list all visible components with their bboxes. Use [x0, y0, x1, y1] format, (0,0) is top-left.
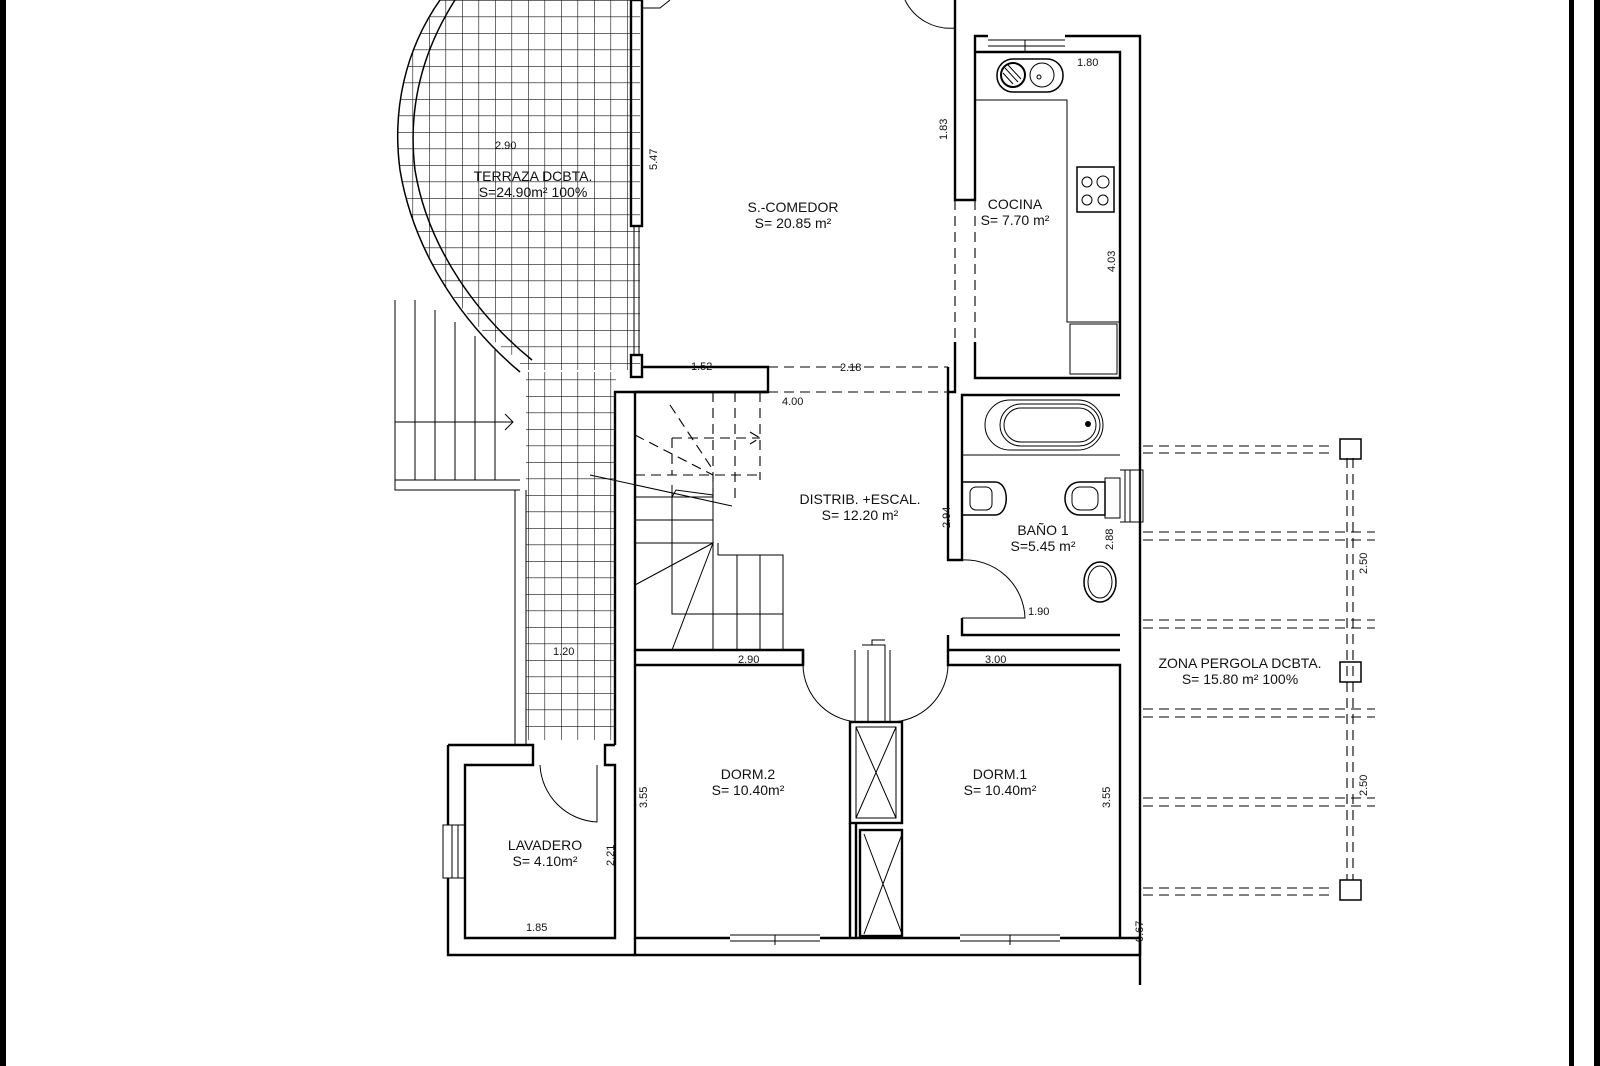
room-label-bano1: BAÑO 1 S=5.45 m²: [1011, 522, 1076, 554]
drawing-frame-right-inner: [1569, 0, 1574, 1066]
dimension-pergola-span-2: 2.50: [1358, 774, 1370, 796]
drawing-frame-right-outer: [1594, 0, 1600, 1066]
dimension-corner-bottom: 0.67: [1134, 920, 1146, 942]
room-area: S= 10.40m²: [711, 782, 785, 798]
room-area: S= 12.20 m²: [821, 507, 899, 523]
room-name: S.-COMEDOR: [747, 199, 839, 215]
room-area: S= 4.10m²: [512, 853, 578, 869]
dimension-pergola-span-1: 2.50: [1358, 552, 1370, 574]
room-label-cocina: COCINA S= 7.70 m²: [981, 196, 1050, 228]
room-area: S= 20.85 m²: [754, 215, 832, 231]
dimension-dorm2-left: 3.55: [638, 786, 650, 808]
room-label-terraza: TERRAZA DCBTA. S=24.90m² 100%: [474, 168, 593, 200]
room-label-lavadero: LAVADERO S= 4.10m²: [508, 837, 582, 869]
terrace-curved-railing: [397, 0, 521, 373]
room-label-distrib: DISTRIB. +ESCAL. S= 12.20 m²: [800, 491, 921, 523]
dimension-bano-bottom: 1.90: [1028, 606, 1050, 618]
dimension-comedor-bottom-right: 2.18: [840, 362, 862, 374]
dimension-bano-right: 2.88: [1104, 528, 1116, 550]
room-label-dorm1: DORM.1 S= 10.40m²: [964, 766, 1037, 798]
dimension-comedor-height: 5.47: [648, 148, 660, 170]
room-name: COCINA: [987, 196, 1043, 212]
dimension-distrib-right: 2.94: [941, 506, 953, 528]
interior-stair: [589, 392, 784, 651]
dimension-lavadero-right: 2.21: [605, 844, 617, 866]
dimension-dorm1-right: 3.55: [1101, 786, 1113, 808]
room-label-comedor: S.-COMEDOR S= 20.85 m²: [748, 199, 839, 231]
room-label-dorm2: DORM.2 S= 10.40m²: [712, 766, 785, 798]
room-area: S=24.90m² 100%: [478, 184, 588, 200]
dimension-distrib-top: 4.00: [782, 396, 804, 408]
room-name: DISTRIB. +ESCAL.: [799, 491, 921, 507]
room-label-pergola: ZONA PERGOLA DCBTA. S= 15.80 m² 100%: [1158, 655, 1321, 687]
dimension-terraza-width: 2.90: [495, 140, 517, 152]
room-area: S= 10.40m²: [963, 782, 1037, 798]
exterior-stair: [394, 300, 527, 745]
room-area: S= 15.80 m² 100%: [1181, 671, 1299, 687]
room-name: BAÑO 1: [1017, 522, 1069, 538]
room-name: ZONA PERGOLA DCBTA.: [1158, 655, 1322, 671]
dimension-cocina-top: 1.80: [1077, 57, 1099, 69]
pergola: [1143, 438, 1375, 901]
dimension-lavadero-bottom: 1.85: [526, 922, 548, 934]
drawing-frame-left: [0, 0, 6, 1066]
dimension-passage-width: 1.20: [553, 646, 575, 658]
dimension-cocina-left: 1.83: [938, 118, 950, 140]
room-name: TERRAZA DCBTA.: [473, 168, 593, 184]
terrace-tiles: [397, 0, 640, 740]
room-name: DORM.1: [972, 766, 1028, 782]
room-area: S=5.45 m²: [1010, 538, 1076, 554]
room-area: S= 7.70 m²: [980, 212, 1050, 228]
dimension-dorm2-top: 2.90: [738, 654, 760, 666]
room-name: DORM.2: [720, 766, 776, 782]
dimension-dorm1-top: 3.00: [985, 654, 1007, 666]
dimension-comedor-bottom-left: 1.52: [691, 361, 713, 373]
dimension-cocina-right: 4.03: [1106, 250, 1118, 272]
room-name: LAVADERO: [507, 837, 583, 853]
walls: [442, 0, 1144, 985]
